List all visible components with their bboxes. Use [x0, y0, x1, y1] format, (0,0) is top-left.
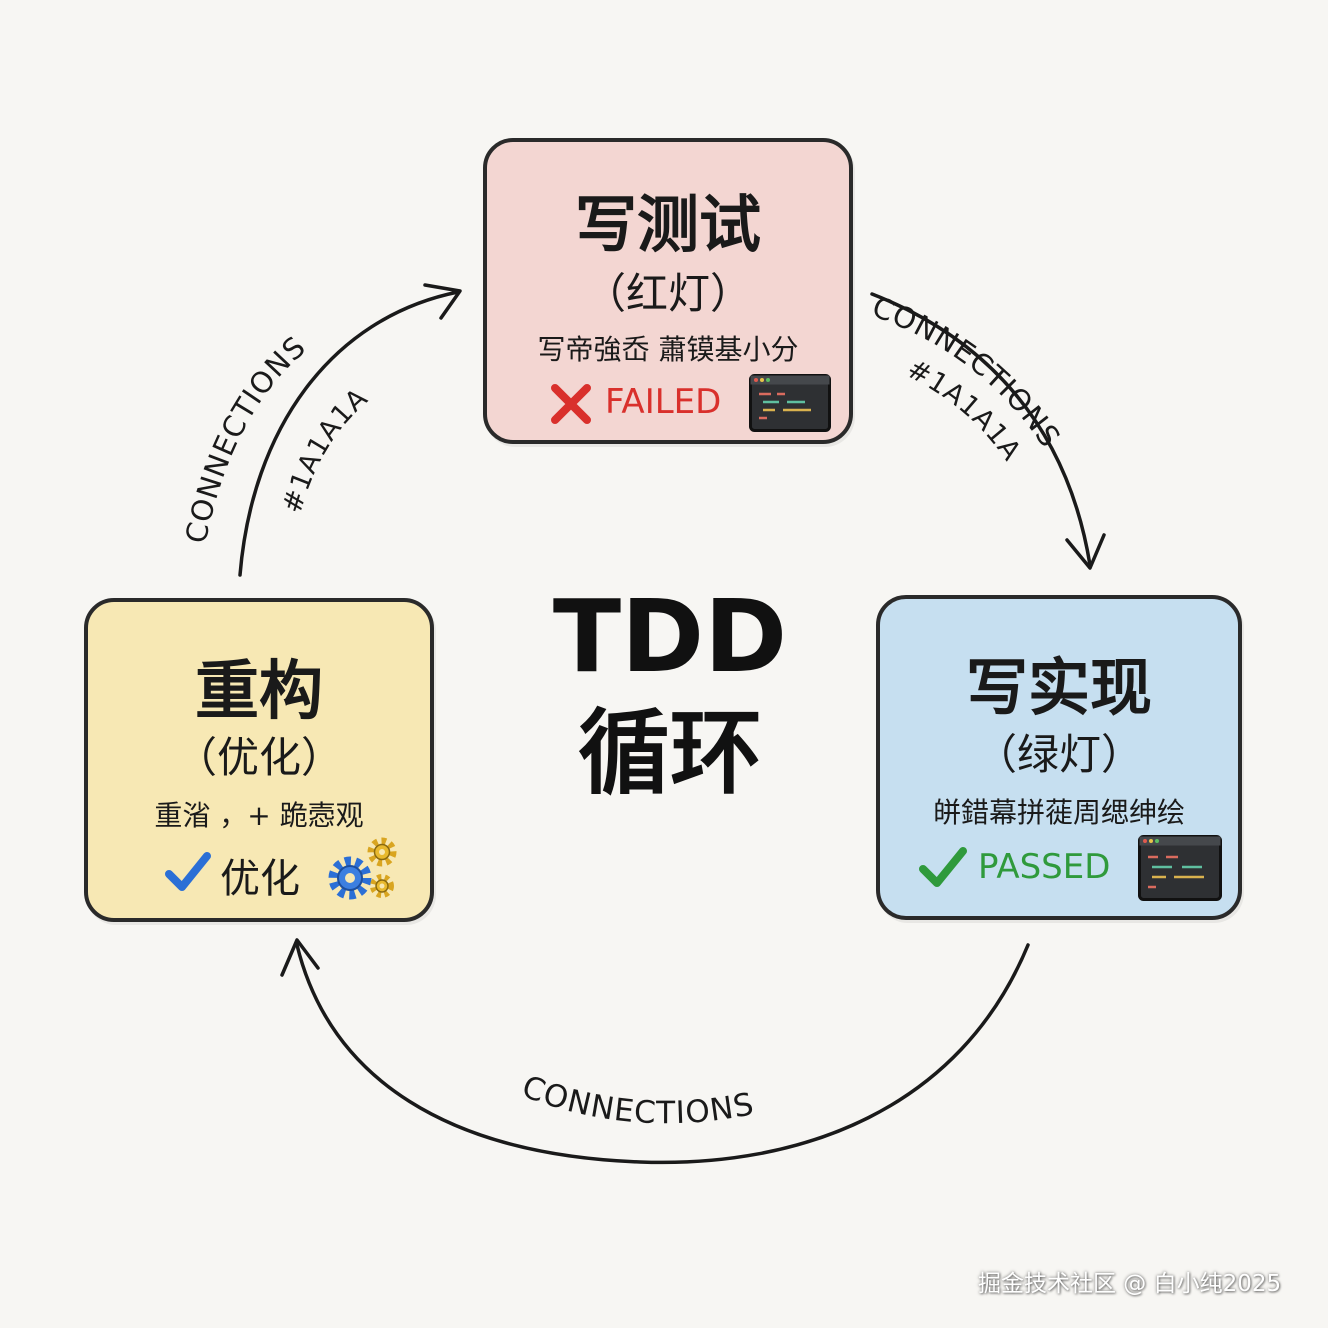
node-description: 重渻 ，+ 跪悫观	[154, 799, 364, 832]
node-write-test: 写测试 （红灯） 写帝強岙 蕭镆基小分 FAILED	[483, 138, 853, 444]
center-title: TDD	[552, 578, 788, 695]
arrow-impl-to-refactor	[295, 943, 1030, 1165]
node-subtitle: （绿灯）	[974, 730, 1143, 779]
x-mark-icon	[551, 384, 591, 424]
node-description: 皏錯幕拼蓰周缌绅绘	[932, 796, 1185, 829]
arrow-label-impl-to-refactor: CONNECTIONS	[517, 1069, 757, 1131]
node-title: 写测试	[574, 188, 761, 261]
arrow-sublabel-refactor-to-test: #1A1A1A	[277, 382, 374, 517]
node-title: 重构	[195, 655, 323, 729]
check-mark-icon	[919, 847, 967, 887]
node-description: 写帝強岙 蕭镆基小分	[537, 333, 799, 366]
arrow-refactor-to-test	[238, 290, 460, 577]
watermark: 掘金技术社区 @ 白小纯2025	[978, 1271, 1282, 1297]
center-subtitle: 循环	[577, 700, 762, 807]
node-write-impl: 写实现 （绿灯） 皏錯幕拼蓰周缌绅绘 PASSED	[876, 595, 1242, 920]
check-mark-icon	[165, 852, 211, 891]
gears-icon	[328, 837, 397, 900]
node-subtitle: （优化）	[174, 733, 343, 782]
arrow-label-refactor-to-test: CONNECTIONS	[179, 329, 313, 546]
arrow-label-test-to-impl: CONNECTIONS	[868, 290, 1068, 454]
node-title: 写实现	[965, 651, 1152, 724]
status-label: FAILED	[605, 382, 722, 422]
arrowhead-test-to-impl	[1065, 533, 1106, 570]
terminal-icon	[749, 374, 831, 432]
arrowhead-impl-to-refactor	[280, 938, 320, 977]
status-label: 优化	[220, 856, 300, 902]
node-subtitle: （红灯）	[583, 269, 752, 318]
status-label: PASSED	[978, 847, 1111, 887]
node-refactor: 重构 （优化） 重渻 ，+ 跪悫观 优化	[84, 598, 434, 922]
terminal-icon	[1138, 835, 1222, 901]
arrow-test-to-impl	[870, 292, 1092, 567]
arrowhead-refactor-to-test	[423, 283, 462, 320]
